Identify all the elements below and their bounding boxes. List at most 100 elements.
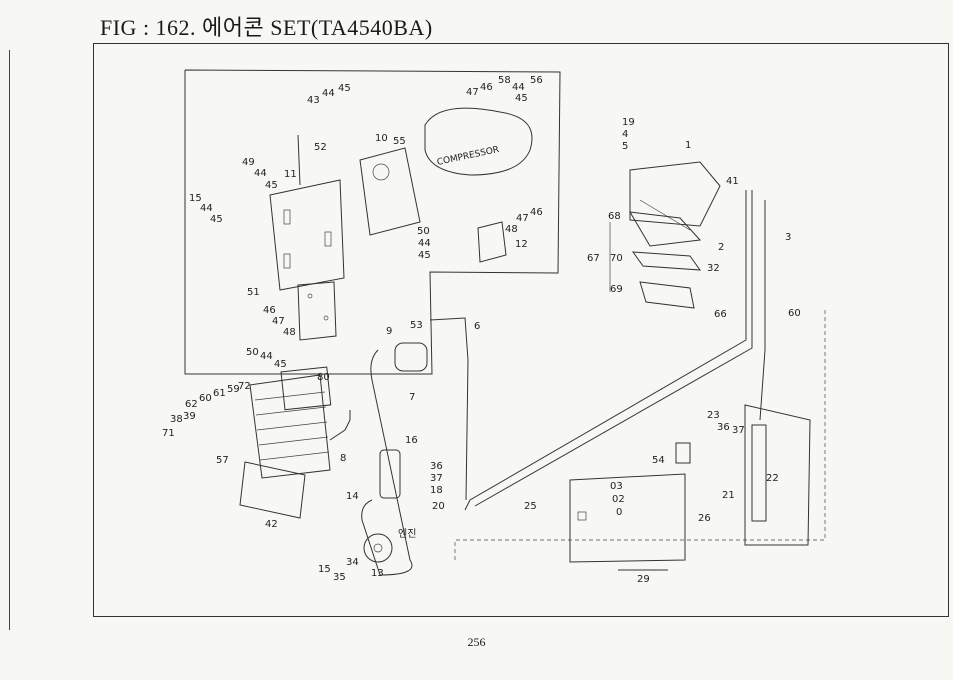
label-10: 10 [375, 133, 388, 144]
filter-70 [631, 251, 702, 271]
bracket-48 [297, 281, 337, 341]
control-box-26 [569, 473, 686, 563]
label-2: 2 [718, 242, 724, 253]
label-34: 34 [346, 557, 359, 568]
label-44: 44 [322, 88, 335, 99]
label-45: 45 [274, 359, 287, 370]
label-15: 15 [189, 193, 202, 204]
label-6: 6 [474, 321, 480, 332]
slot [324, 231, 332, 247]
label-1: 1 [685, 140, 691, 151]
panel-11 [269, 179, 345, 291]
label-29: 29 [637, 574, 650, 585]
label-36: 36 [430, 461, 443, 472]
slot [283, 209, 291, 225]
label-4: 4 [622, 129, 628, 140]
label-44: 44 [418, 238, 431, 249]
label-14: 14 [346, 491, 359, 502]
page-number: 256 [467, 635, 486, 649]
part-54 [675, 442, 691, 464]
label-68: 68 [608, 211, 621, 222]
label-5: 5 [622, 141, 628, 152]
label-11: 11 [284, 169, 297, 180]
label-9: 9 [386, 326, 392, 337]
label-61: 61 [213, 388, 226, 399]
plate-42 [239, 461, 306, 519]
hangul-tag: 엔진 [398, 528, 416, 540]
label-22: 22 [766, 473, 779, 484]
label-15: 15 [318, 564, 331, 575]
label-39: 39 [183, 411, 196, 422]
label-41: 41 [726, 176, 739, 187]
label-43: 43 [307, 95, 320, 106]
label-55: 55 [393, 136, 406, 147]
duct-21 [751, 424, 767, 522]
label-20: 20 [432, 501, 445, 512]
label-44: 44 [200, 203, 213, 214]
filter-68 [629, 211, 702, 247]
base-frame [454, 310, 826, 560]
label-45: 45 [515, 93, 528, 104]
label-47: 47 [466, 87, 479, 98]
label-25: 25 [524, 501, 537, 512]
cover-80 [280, 366, 332, 411]
label-48: 48 [505, 224, 518, 235]
label-52: 52 [314, 142, 327, 153]
label-0: 0 [616, 507, 622, 518]
bolt-52 [297, 134, 301, 186]
label-53: 53 [410, 320, 423, 331]
label-57: 57 [216, 455, 229, 466]
label-50: 50 [246, 347, 259, 358]
label-47: 47 [516, 213, 529, 224]
motor-9 [394, 342, 428, 372]
diagram-frame [93, 43, 949, 617]
label-42: 42 [265, 519, 278, 530]
page-edge-line [0, 50, 10, 630]
label-46: 46 [530, 207, 543, 218]
label-46: 46 [480, 82, 493, 93]
label-45: 45 [418, 250, 431, 261]
label-48: 48 [283, 327, 296, 338]
inset-box [184, 69, 561, 375]
label-03: 03 [610, 481, 623, 492]
label-46: 46 [263, 305, 276, 316]
label-70: 70 [610, 253, 623, 264]
compressor-body [424, 107, 533, 176]
label-45: 45 [210, 214, 223, 225]
label-49: 49 [242, 157, 255, 168]
pipe-60 [474, 190, 753, 507]
label-56: 56 [530, 75, 543, 86]
label-50: 50 [417, 226, 430, 237]
label-60: 60 [788, 308, 801, 319]
pipe-3 [759, 200, 766, 421]
label-44: 44 [254, 168, 267, 179]
label-36: 36 [717, 422, 730, 433]
filter-69 [639, 281, 695, 309]
label-23: 23 [707, 410, 720, 421]
label-26: 26 [698, 513, 711, 524]
label-3: 3 [785, 232, 791, 243]
housing-1 [629, 161, 721, 227]
label-02: 02 [612, 494, 625, 505]
label-8: 8 [340, 453, 346, 464]
label-18: 18 [430, 485, 443, 496]
bracket-12 [477, 221, 507, 263]
label-44: 44 [512, 82, 525, 93]
label-69: 69 [610, 284, 623, 295]
label-58: 58 [498, 75, 511, 86]
label-72: 72 [238, 381, 251, 392]
label-16: 16 [405, 435, 418, 446]
label-66: 66 [714, 309, 727, 320]
label-21: 21 [722, 490, 735, 501]
label-32: 32 [707, 263, 720, 274]
label-37: 37 [732, 425, 745, 436]
pulley-13 [363, 533, 393, 563]
compressor-text: COMPRESSOR [436, 145, 500, 168]
condenser-80 [249, 374, 331, 479]
label-67: 67 [587, 253, 600, 264]
drier-16 [379, 449, 401, 499]
label-71: 71 [162, 428, 175, 439]
label-62: 62 [185, 399, 198, 410]
frame-21 [744, 404, 811, 546]
